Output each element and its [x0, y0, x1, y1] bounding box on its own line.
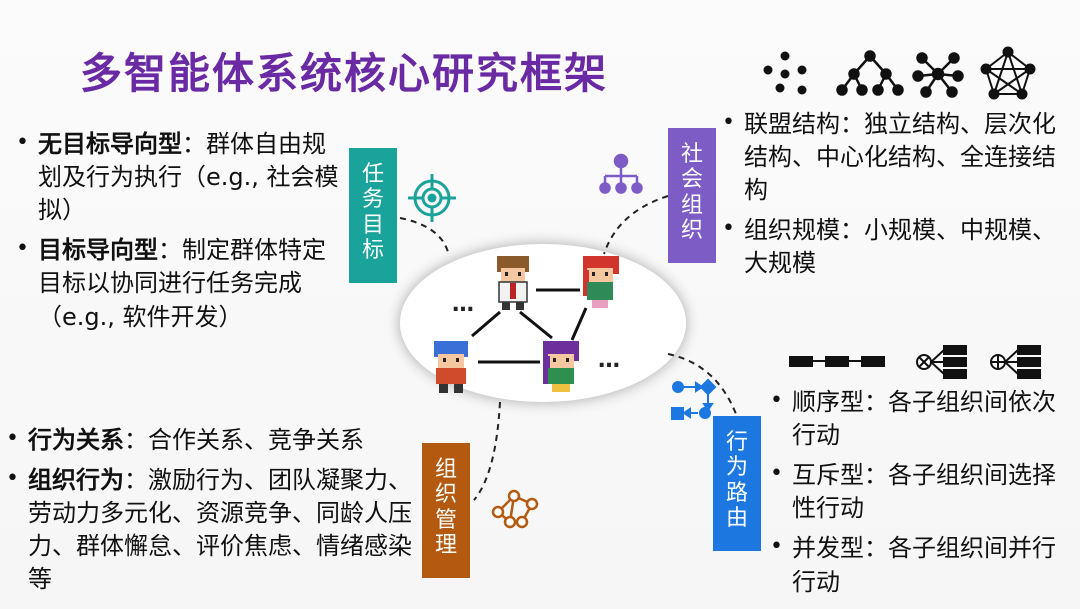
- dashed-connectors: [399, 195, 737, 501]
- ellipsis-right: …: [598, 348, 620, 373]
- tag-char: 会: [680, 167, 703, 193]
- tag-behavior-routing: 行为路由: [713, 416, 761, 551]
- goal-types-list: 无目标导向型：群体自由规划及行为执行（e.g., 社会模拟） 目标导向型：制定群…: [14, 128, 344, 341]
- list-item: 并发型：各子组织间并行行动: [768, 532, 1058, 598]
- exclusive-icon: [916, 345, 967, 379]
- connector-task: [399, 217, 449, 253]
- connector-org: [473, 401, 501, 501]
- routing-list: 顺序型：各子组织间依次行动 互斥型：各子组织间选择性行动 并发型：各子组织间并行…: [768, 386, 1058, 606]
- item-text: ：激励行为、团队凝聚力、劳动力多元化、资源竞争、同龄人压力、群体懈怠、评价焦虑、…: [28, 466, 412, 594]
- tag-char: 社: [680, 142, 703, 167]
- tag-org-management: 组织管理: [422, 443, 470, 578]
- agent-avatar: [543, 341, 579, 392]
- tag-char: 行: [725, 430, 748, 455]
- tag-char: 路: [725, 480, 748, 506]
- centralized-structure-icon: [912, 52, 964, 98]
- item-bold: 无目标导向型: [38, 130, 182, 158]
- item-text: ：制定群体特定目标以协同进行任务完成（e.g., 软件开发）: [38, 236, 326, 331]
- item-bold: 组织行为: [28, 466, 124, 495]
- item-bold: 目标导向型: [38, 236, 158, 265]
- social-structure-list: 联盟结构：独立结构、层次化结构、中心化结构、全连接结构 组织规模：小规模、中规模…: [720, 108, 1060, 288]
- list-item: 互斥型：各子组织间选择性行动: [768, 459, 1058, 525]
- tag-char: 标: [361, 237, 384, 263]
- tag-char: 由: [725, 505, 748, 531]
- tag-task-goal: 任务目标: [349, 148, 397, 283]
- agent-links: [471, 288, 588, 364]
- list-item: 目标导向型：制定群体特定目标以协同进行任务完成（e.g., 软件开发）: [14, 234, 344, 333]
- list-item: 无目标导向型：群体自由规划及行为执行（e.g., 社会模拟）: [14, 128, 344, 227]
- agent-avatar: [497, 256, 529, 310]
- structure-icons: [763, 46, 1036, 100]
- item-text: ：群体自由规划及行为执行（e.g., 社会模拟）: [38, 130, 339, 225]
- list-item: 组织行为：激励行为、团队凝聚力、劳动力多元化、资源竞争、同龄人压力、群体懈怠、评…: [4, 464, 414, 596]
- list-item: 顺序型：各子组织间依次行动: [768, 386, 1058, 452]
- tag-char: 务: [361, 187, 384, 213]
- tag-char: 任: [361, 162, 384, 187]
- tag-char: 组: [680, 192, 703, 218]
- list-item: 组织规模：小规模、中规模、大规模: [720, 214, 1060, 280]
- tag-char: 织: [434, 482, 457, 508]
- list-item: 行为关系：合作关系、竞争关系: [4, 424, 414, 457]
- concurrent-icon: [990, 345, 1041, 379]
- sequential-icon: [789, 356, 885, 367]
- agent-avatar: [434, 341, 468, 393]
- item-bold: 行为关系: [28, 426, 124, 454]
- connector-route: [667, 353, 737, 415]
- org-behavior-list: 行为关系：合作关系、竞争关系 组织行为：激励行为、团队凝聚力、劳动力多元化、资源…: [4, 424, 414, 604]
- flow-icon: [671, 378, 717, 420]
- fully-connected-structure-icon: [980, 46, 1036, 100]
- tag-char: 管: [434, 507, 457, 533]
- tag-char: 为: [725, 455, 748, 481]
- hierarchical-structure-icon: [836, 50, 904, 96]
- target-icon: [408, 174, 456, 222]
- tag-char: 织: [680, 217, 703, 243]
- connector-social: [603, 195, 669, 255]
- tag-social-org: 社会组织: [668, 128, 716, 263]
- org-chart-icon: [599, 153, 643, 194]
- tag-char: 目: [361, 212, 384, 238]
- agent-avatar: [583, 256, 619, 308]
- page-title: 多智能体系统核心研究框架: [80, 49, 609, 98]
- item-text: ：合作关系、竞争关系: [124, 426, 364, 454]
- independent-structure-icon: [763, 51, 807, 95]
- tag-char: 组: [434, 457, 457, 482]
- ellipsis-left: …: [452, 292, 474, 317]
- list-item: 联盟结构：独立结构、层次化结构、中心化结构、全连接结构: [720, 108, 1060, 207]
- network-icon: [491, 489, 539, 529]
- tag-char: 理: [434, 532, 457, 558]
